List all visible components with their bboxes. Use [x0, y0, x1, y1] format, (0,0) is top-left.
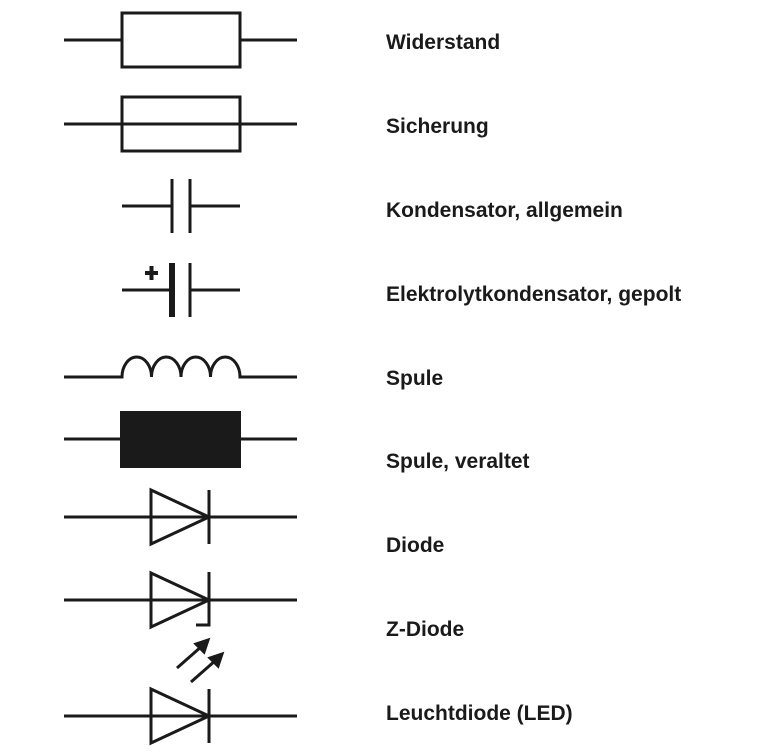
label-widerstand: Widerstand	[386, 31, 501, 54]
label-spule-veraltet: Spule, veraltet	[386, 450, 530, 473]
light-arrows-icon	[176, 637, 225, 684]
plus-icon	[145, 266, 158, 280]
diode-icon	[64, 487, 297, 547]
label-z-diode: Z-Diode	[386, 618, 465, 641]
label-spule: Spule	[386, 367, 444, 390]
label-diode: Diode	[386, 534, 445, 557]
label-elektrolytkondensator: Elektrolytkondensator, gepolt	[386, 283, 682, 306]
led-icon	[64, 637, 297, 746]
capacitor-icon	[122, 179, 240, 233]
resistor-icon	[64, 11, 297, 69]
inductor-obsolete-icon	[64, 411, 297, 468]
label-kondensator: Kondensator, allgemein	[386, 199, 623, 222]
fuse-icon	[64, 95, 297, 153]
inductor-icon	[64, 355, 297, 379]
zener-diode-icon	[64, 570, 297, 630]
label-sicherung: Sicherung	[386, 115, 489, 138]
label-led: Leuchtdiode (LED)	[386, 702, 573, 725]
electrolytic-capacitor-icon	[122, 263, 240, 317]
